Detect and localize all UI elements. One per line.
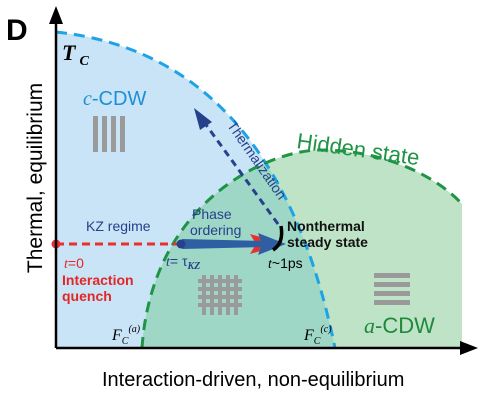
fc-a-main: F: [111, 327, 122, 344]
x-axis-title: Interaction-driven, non-equilibrium: [102, 369, 404, 391]
tc-sub: C: [79, 54, 89, 69]
a-cdw-prefix: a: [364, 313, 375, 338]
a-cdw-suffix: -CDW: [375, 313, 435, 338]
fc-c-sup: (c): [320, 324, 332, 335]
kz-regime-label: KZ regime: [86, 218, 151, 234]
t-ps-val: ~1ps: [272, 255, 303, 271]
fc-a-sub: C: [122, 336, 129, 347]
fc-c-sub: C: [314, 336, 321, 347]
vertical-stripes-icon: [93, 116, 125, 152]
nonthermal-label-1: Nonthermal: [287, 218, 365, 234]
t-tau-kz-label: t= τKZ: [166, 253, 200, 272]
tau-kz-dot: [176, 239, 186, 249]
c-cdw-suffix: -CDW: [92, 88, 147, 110]
thermalization-arrow: [202, 121, 280, 225]
c-cdw-prefix: c: [83, 88, 92, 110]
c-cdw-boundary: [55, 30, 337, 349]
phase-ordering-arrowhead: [258, 233, 286, 255]
fc-a-sup: (a): [128, 324, 140, 335]
t-tau-t: t: [166, 255, 171, 270]
nonthermal-label-2: steady state: [287, 234, 368, 250]
fc-c-main: F: [303, 327, 314, 344]
tc-label: T C: [62, 40, 89, 69]
fc-a-label: FC(a): [111, 324, 141, 347]
interaction-quench-label-1: Interaction: [62, 272, 134, 288]
panel-label: D: [6, 14, 28, 47]
x-axis-arrowhead: [460, 341, 478, 355]
t-zero-label: t=0: [64, 255, 84, 272]
horizontal-stripes-icon: [374, 273, 410, 305]
t-zero-t: t: [64, 257, 69, 272]
a-cdw-label: a-CDW: [364, 313, 435, 338]
phase-ordering-arrow: [182, 239, 266, 249]
t-ps-t: t: [268, 257, 273, 272]
phase-ordering-label-2: ordering: [190, 222, 241, 238]
y-axis-arrowhead: [49, 6, 63, 24]
grid-pattern-icon: [198, 275, 242, 315]
tc-main: T: [62, 40, 77, 65]
hidden-state-boundary: [140, 148, 464, 349]
y-axis-title: Thermal, equilibrium: [24, 83, 47, 273]
t-tau-sub: KZ: [187, 261, 201, 272]
c-cdw-label: c-CDW: [83, 88, 146, 110]
t-ps-label: t~1ps: [268, 255, 303, 272]
fc-c-label: FC(c): [303, 324, 332, 347]
phase-ordering-label-1: Phase: [192, 206, 232, 222]
t-tau-eq: = τ: [170, 253, 188, 269]
steady-state-marker: [271, 225, 284, 252]
interaction-quench-label-2: quench: [62, 288, 112, 304]
thermalization-arrowhead: [194, 108, 212, 130]
t-zero-val: =0: [68, 255, 84, 271]
